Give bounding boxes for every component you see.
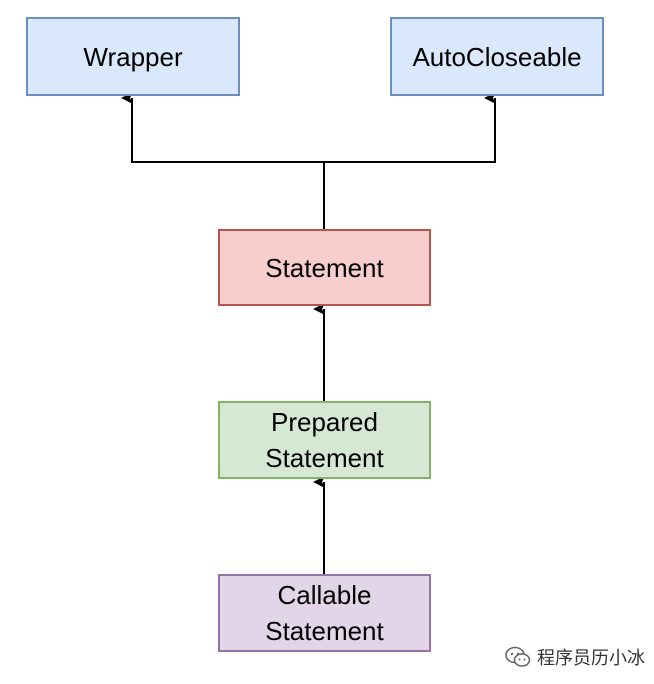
node-prepared-statement-label-line1: Prepared: [271, 407, 378, 437]
node-callable-statement: Callable Statement: [218, 574, 431, 652]
node-wrapper: Wrapper: [26, 17, 240, 96]
node-callable-statement-label-line2: Statement: [265, 616, 384, 646]
wechat-icon: [505, 646, 531, 667]
node-prepared-statement: Prepared Statement: [218, 401, 431, 479]
node-statement: Statement: [218, 229, 431, 306]
edge-statement-to-wrapper: [121, 92, 325, 229]
node-callable-statement-label-line1: Callable: [277, 580, 372, 610]
node-autocloseable-label: AutoCloseable: [412, 41, 582, 72]
edge-statement-to-autocloseable: [324, 92, 496, 163]
node-prepared-statement-label-line2: Statement: [265, 443, 384, 473]
watermark-text: 程序员历小冰: [537, 648, 645, 669]
node-statement-label: Statement: [265, 252, 384, 283]
node-wrapper-label: Wrapper: [83, 41, 183, 72]
watermark: 程序员历小冰: [505, 642, 645, 672]
node-autocloseable: AutoCloseable: [390, 17, 604, 96]
